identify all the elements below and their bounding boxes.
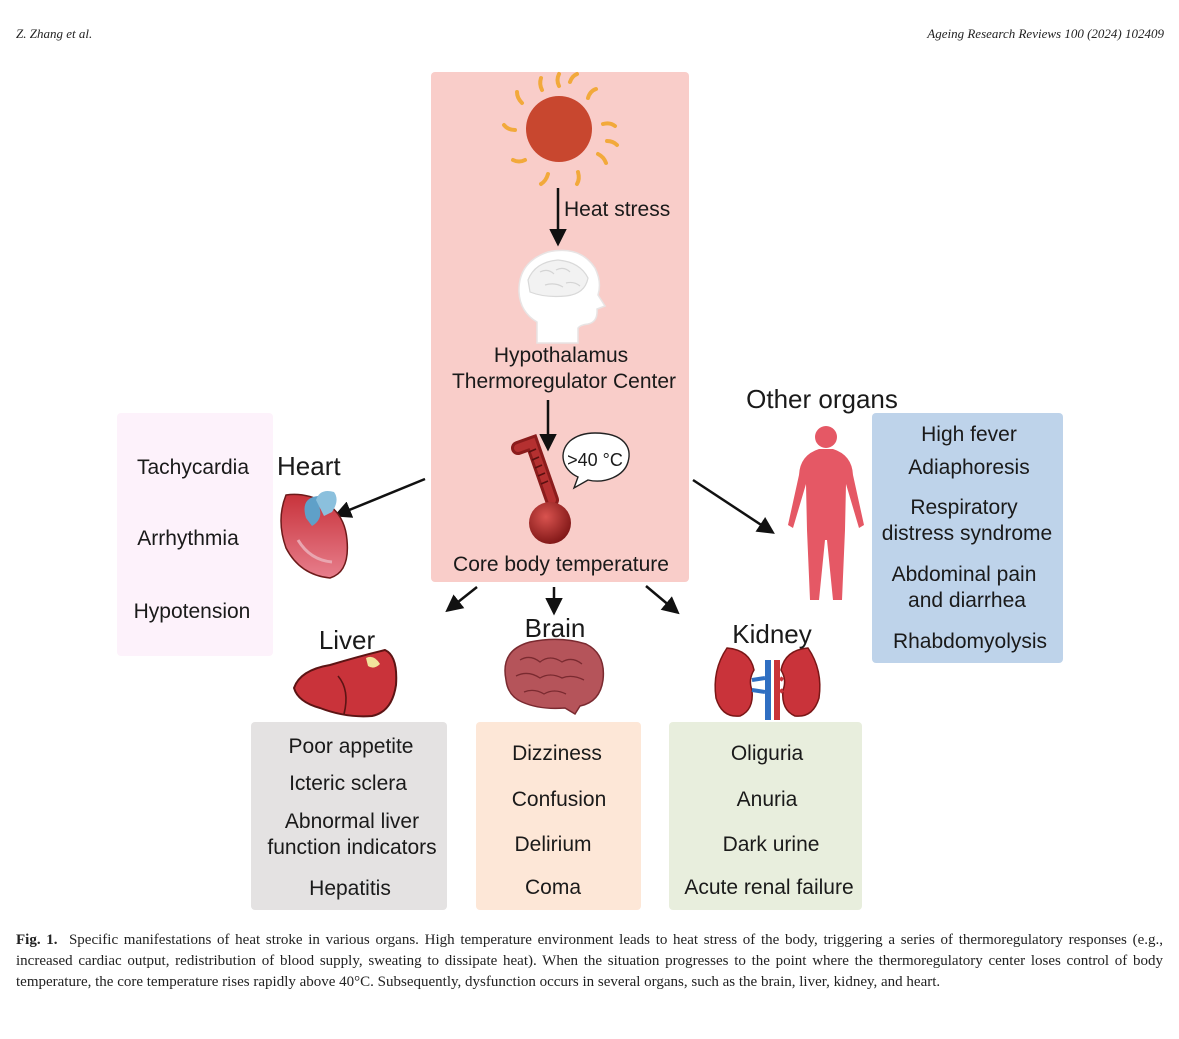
other-organs-symptom: Abdominal pain — [891, 563, 1037, 586]
other-organs-symptom: Respiratory — [910, 496, 1018, 519]
arrow-to-heart — [333, 477, 426, 518]
running-head-authors: Z. Zhang et al. — [16, 26, 93, 41]
figure-caption-text: Specific manifestations of heat stroke i… — [16, 932, 1164, 990]
brain-symptom: Confusion — [511, 788, 607, 811]
brain-symptom: Delirium — [514, 833, 592, 856]
liver-symptom: Poor appetite — [288, 735, 414, 758]
figure-label: Fig. 1. — [16, 932, 58, 948]
other-organs-symptom: Rhabdomyolysis — [892, 630, 1048, 653]
kidney-symptom: Acute renal failure — [684, 876, 854, 899]
brain-symptom: Coma — [524, 876, 582, 899]
arrow-to-kidney — [645, 585, 680, 615]
kidney-symptom: Oliguria — [730, 742, 804, 765]
kidney-symptom: Dark urine — [722, 833, 820, 856]
liver-icon — [292, 648, 398, 718]
running-head-journal: Ageing Research Reviews 100 (2024) 10240… — [927, 26, 1164, 41]
liver-symptom: Hepatitis — [309, 877, 391, 900]
kidney-symptom: Anuria — [736, 788, 798, 811]
liver-symptom: Icteric sclera — [289, 772, 407, 795]
brain-symptom: Dizziness — [512, 742, 602, 765]
heart-symptom: Arrhythmia — [137, 527, 239, 550]
liver-symptom: function indicators — [267, 836, 437, 859]
brain-icon — [504, 638, 605, 716]
other-organs-title: Other organs — [746, 384, 898, 414]
arrow-to-other-organs — [692, 478, 775, 534]
human-body-icon — [788, 426, 864, 600]
heart-symptoms-box — [117, 413, 273, 656]
other-organs-symptom: distress syndrome — [881, 522, 1053, 545]
liver-symptom: Abnormal liver — [284, 810, 420, 833]
head-brain-icon — [518, 249, 607, 344]
other-organs-symptom: and diarrhea — [908, 589, 1026, 612]
thermometer-icon — [511, 432, 630, 544]
brain-symptoms-box — [476, 722, 641, 910]
sun-icon — [502, 72, 619, 186]
temperature-bubble-text: >40 °C — [567, 450, 623, 470]
thermoregulator-center-label: Thermoregulator Center — [451, 370, 677, 393]
kidney-symptoms-box — [669, 722, 862, 910]
figure-caption: Fig. 1. Specific manifestations of heat … — [16, 930, 1163, 993]
heart-symptom: Tachycardia — [136, 456, 250, 479]
core-body-temperature-label: Core body temperature — [453, 553, 669, 576]
other-organs-symptom: Adiaphoresis — [908, 456, 1030, 479]
hypothalamus-label: Hypothalamus — [493, 344, 629, 367]
liver-symptoms-box — [251, 722, 447, 910]
kidney-icon — [714, 647, 821, 720]
other-organs-symptoms-box — [872, 413, 1063, 663]
heart-symptom: Hypotension — [133, 600, 251, 623]
liver-title: Liver — [318, 625, 376, 655]
brain-title: Brain — [524, 613, 586, 643]
other-organs-symptom: High fever — [921, 423, 1017, 446]
heart-icon — [280, 491, 349, 579]
heart-title: Heart — [277, 451, 341, 481]
kidney-title: Kidney — [732, 619, 812, 649]
arrow-to-liver — [445, 586, 478, 613]
heat-stress-label: Heat stress — [564, 198, 671, 221]
